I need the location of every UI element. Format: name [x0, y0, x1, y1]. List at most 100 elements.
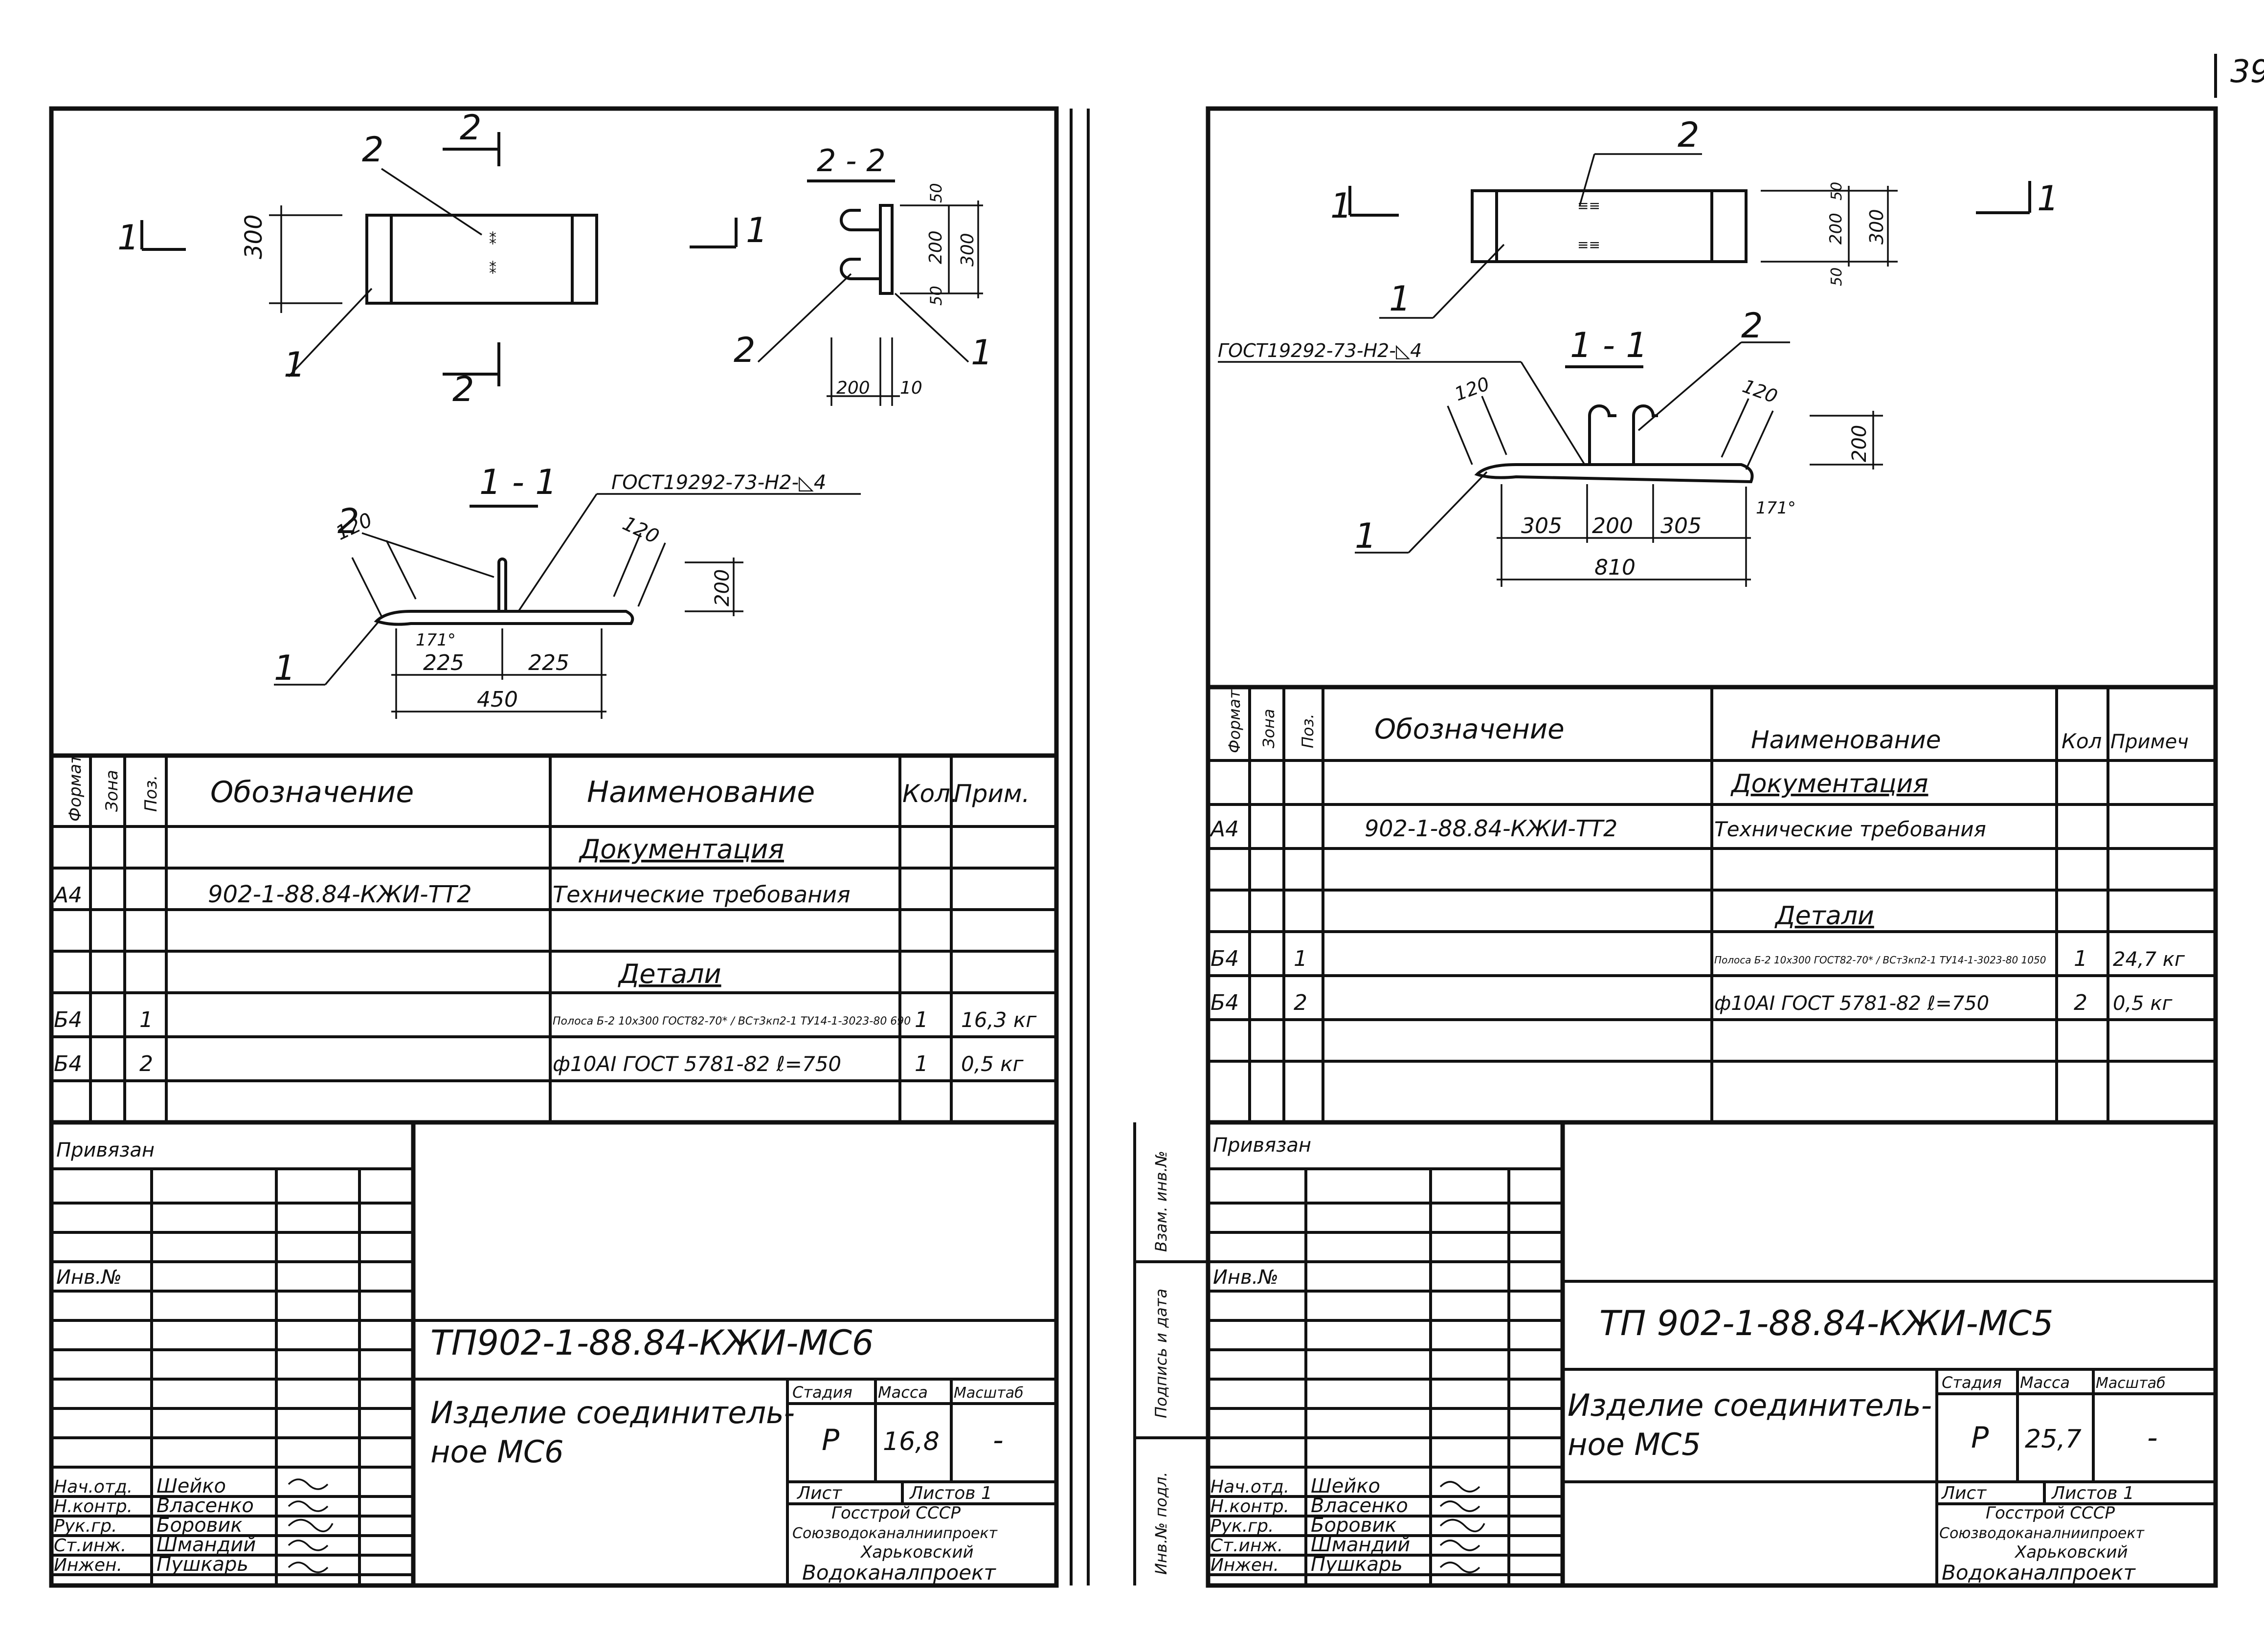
left-2-2-dim-50b: 50 [927, 286, 945, 306]
left-1-1-pos1: 1 [274, 648, 296, 688]
left-stamp-title-2: ное МС6 [430, 1434, 564, 1470]
left-sheet: ⁑ ⁑ 300 1 1 2 2 2 1 2 - 2 [49, 106, 1073, 1588]
right-spec-row6-qty: 2 [2074, 990, 2087, 1015]
left-spec-row6-note: 0,5 кг [961, 1052, 1024, 1076]
right-stamp-sheet: Лист [1941, 1483, 1987, 1503]
left-stamp-name-1: Шейко [157, 1475, 226, 1497]
right-spec-row5-qty: 1 [2074, 946, 2087, 971]
left-spec-row4-name: Детали [618, 959, 721, 989]
right-side-label-a: Взам. инв.№ [1152, 1151, 1170, 1252]
left-stamp-mass-h: Масса [878, 1383, 928, 1402]
right-1-1-dim-305a: 305 [1521, 513, 1562, 538]
left-spec-row5-qty: 1 [915, 1007, 928, 1032]
right-side-label-b: Подпись и дата [1152, 1289, 1170, 1418]
left-section-1-left: 1 [117, 218, 139, 258]
left-spec-row6-format: Б4 [54, 1051, 82, 1076]
right-title-block: Привязан Инв.№ ТП 902-1-88.84-КЖИ-МС5 Из… [1208, 1122, 2216, 1585]
right-spec-h-note: Примеч [2110, 731, 2189, 753]
right-spec-row2-designation: 902-1-88.84-КЖИ-ТТ2 [1365, 815, 1617, 842]
right-spec-row6-name: ф10АI ГОСТ 5781-82 ℓ=750 [1714, 992, 1989, 1015]
right-stamp-scale-h: Масштаб [2096, 1375, 2166, 1392]
left-stamp-name-3: Боровик [157, 1514, 243, 1537]
right-stamp-stage: Р [1971, 1421, 1989, 1455]
left-spec-row5-format: Б4 [54, 1007, 82, 1032]
right-plan-dim-50b: 50 [1828, 268, 1845, 286]
right-plan-pos2: 2 [1678, 115, 1700, 155]
left-stamp-privyazan: Привязан [56, 1139, 155, 1161]
left-spec-row6-pos: 2 [139, 1051, 153, 1076]
left-spec-h-zone: Зона [102, 770, 122, 812]
left-title-block: Привязан Инв.№ ТП902-1-88.84-КЖИ-МС6 Изд… [51, 1122, 1056, 1585]
right-view-1-1-title: 1 - 1 [1570, 325, 1648, 365]
right-stamp-org3: Харьковский [2014, 1542, 2128, 1562]
left-1-1-dim-450: 450 [477, 687, 518, 712]
right-spec-row6-format: Б4 [1210, 990, 1239, 1015]
right-spec-h-designation: Обозначение [1374, 714, 1565, 745]
right-spec-row6-pos: 2 [1294, 990, 1307, 1015]
left-2-2-pos2: 2 [734, 330, 756, 370]
left-signatures [288, 1478, 334, 1573]
left-view-1-1-title: 1 - 1 [479, 462, 557, 502]
right-stamp-role-3: Рук.гр. [1210, 1516, 1274, 1536]
left-spec-table: Формат Зона Поз. Обозначение Наименовани… [51, 753, 1056, 1125]
left-weld-note: ГОСТ19292-73-Н2-◺4 [611, 471, 826, 494]
right-side-label-c: Инв.№ подл. [1152, 1472, 1170, 1575]
left-spec-h-designation: Обозначение [210, 775, 414, 809]
left-2-2-dim-10: 10 [900, 378, 922, 398]
right-1-1-dim-810: 810 [1594, 555, 1636, 580]
right-spec-row5-name: Полоса Б-2 10х300 ГОСТ82-70* / ВСт3кп2-1… [1714, 954, 2046, 966]
left-stamp-stage-h: Стадия [792, 1383, 852, 1402]
left-stamp-role-1: Нач.отд. [54, 1477, 133, 1497]
left-section-1-1: 1 - 1 ГОСТ19292-73-Н2-◺4 2 1 120 120 200 [274, 462, 861, 719]
right-spec-h-name: Наименование [1751, 726, 1941, 754]
right-stamp-org2: Союзводоканалниипроект [1939, 1525, 2145, 1542]
left-section-1-right: 1 [746, 210, 768, 250]
left-stamp-inv-no: Инв.№ [56, 1266, 122, 1289]
left-stamp-sheets: Листов 1 [909, 1483, 992, 1503]
left-1-1-dim-225b: 225 [528, 650, 569, 675]
left-frame [49, 106, 1059, 1588]
left-spec-row2-format: А4 [52, 883, 82, 908]
right-plan-dim-300: 300 [1866, 209, 1887, 245]
left-stamp-role-2: Н.контр. [54, 1496, 133, 1517]
right-stamp-role-2: Н.контр. [1210, 1496, 1289, 1517]
left-dim-300: 300 [240, 214, 268, 259]
left-stamp-role-3: Рук.гр. [54, 1516, 117, 1536]
left-spec-row6-name: ф10АI ГОСТ 5781-82 ℓ=750 [553, 1052, 841, 1076]
right-stamp-mass: 25,7 [2025, 1425, 2082, 1454]
right-1-1-dim-200: 200 [1848, 425, 1871, 462]
left-stamp-scale-h: Масштаб [954, 1384, 1024, 1402]
right-plan-view: ≡≡ ≡≡ 50 200 300 50 1 1 2 1 [1330, 115, 2059, 319]
left-plan-view: ⁑ ⁑ 300 1 1 2 2 2 1 [117, 108, 768, 409]
right-stamp-name-3: Боровик [1311, 1514, 1397, 1537]
left-stamp-name-2: Власенко [157, 1495, 254, 1517]
right-stamp-org1: Госстрой СССР [1986, 1503, 2115, 1523]
right-stamp-title-2: ное МС5 [1568, 1427, 1701, 1462]
right-plan-dim-50a: 50 [1828, 182, 1845, 201]
right-stamp-name-4: Шмандий [1311, 1534, 1410, 1556]
left-spec-row2-name: Технические требования [553, 881, 851, 908]
left-spec-row1-name: Документация [579, 834, 784, 865]
right-spec-row1-name: Документация [1730, 769, 1928, 799]
right-spec-row5-format: Б4 [1210, 946, 1239, 971]
right-spec-row2-format: А4 [1209, 817, 1239, 842]
left-stamp-stage: Р [822, 1423, 840, 1457]
left-stamp-org1: Госстрой СССР [831, 1503, 961, 1523]
svg-text:⁑: ⁑ [489, 231, 496, 248]
right-stamp-name-5: Пушкарь [1311, 1553, 1403, 1576]
right-section-1-right: 1 [2037, 179, 2059, 219]
left-spec-h-note: Прим. [954, 780, 1030, 808]
left-stamp-name-4: Шмандий [157, 1534, 256, 1556]
page-number: 39 [2230, 54, 2264, 90]
left-spec-row5-note: 16,3 кг [961, 1008, 1037, 1032]
left-spec-row2-designation: 902-1-88.84-КЖИ-ТТ2 [208, 881, 472, 908]
left-stamp-org3: Харьковский [860, 1542, 974, 1562]
left-spec-row5-pos: 1 [139, 1007, 153, 1032]
left-1-1-angle: 171° [416, 630, 456, 650]
right-spec-row5-pos: 1 [1294, 946, 1307, 971]
right-stamp-role-5: Инжен. [1210, 1555, 1279, 1575]
left-stamp-org2: Союзводоканалниипроект [792, 1525, 998, 1542]
right-spec-table: Формат Зона Поз. Обозначение Наименовани… [1208, 685, 2216, 1125]
right-spec-row5-note: 24,7 кг [2113, 948, 2185, 971]
